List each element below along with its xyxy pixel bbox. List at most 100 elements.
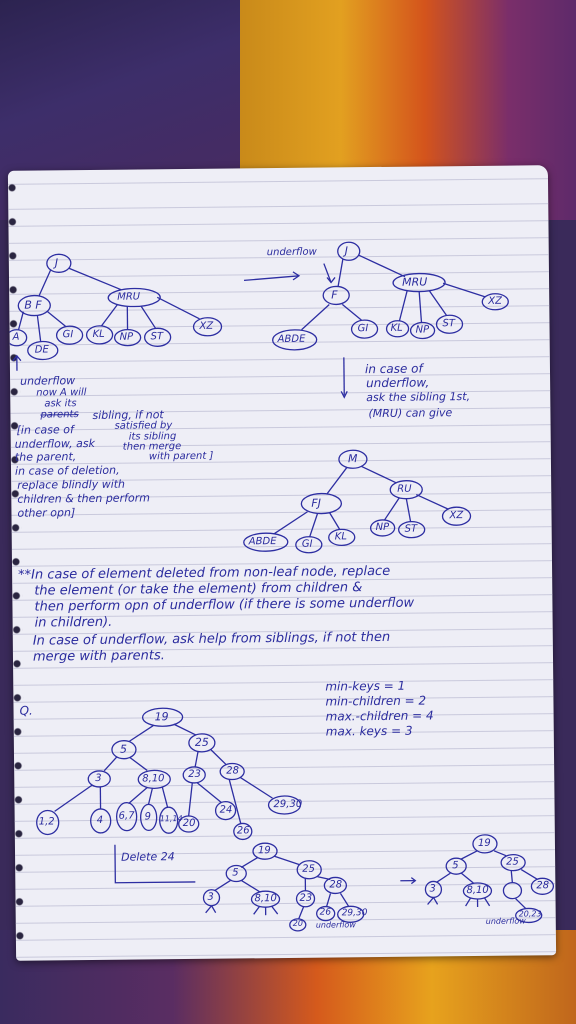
tree1-bf-node (17, 294, 51, 317)
tree1-mru-node (107, 287, 161, 308)
tree1-de-label: DE (34, 344, 49, 356)
tree1-note-3: ask its (44, 398, 77, 410)
tree3-xz-node (441, 506, 472, 526)
r1-2930-label: 29,30 (341, 908, 368, 919)
q-9-label: 9 (144, 811, 152, 823)
r1-5-node (225, 864, 247, 883)
tree1-note-14: replace blindly with (17, 477, 126, 492)
tree2-np-label: NP (415, 324, 430, 336)
tree1-note-6: [in case of (16, 423, 74, 437)
r2-25-label: 25 (506, 856, 519, 868)
q-1114-label: 11,14 (159, 814, 183, 824)
q-67-label: 6,7 (118, 810, 135, 822)
tree1-np-label: NP (119, 331, 134, 343)
tree1-gi-node (55, 325, 84, 345)
r2-28-node (530, 877, 555, 895)
result1-shapes (202, 842, 417, 932)
q-3-node (87, 770, 111, 788)
tree1-mru-label: MRU (117, 291, 141, 303)
tree1-note-11: the parent, (14, 450, 77, 464)
tree3-kl-node (328, 528, 356, 547)
q-5-label: 5 (119, 742, 128, 756)
tree2-xz-label: XZ (488, 295, 503, 307)
constraint-3: max.-children = 4 (325, 708, 434, 724)
tree2-kl-label: KL (390, 322, 403, 334)
question-label: Q. (19, 703, 33, 718)
r2-25-node (500, 853, 526, 872)
r1-25-node (296, 860, 322, 880)
constraint-4: max. keys = 3 (325, 723, 413, 739)
r2-5-label: 5 (452, 860, 459, 872)
r1-3-label: 3 (207, 891, 214, 903)
tree3-fj-label: FJ (311, 496, 322, 510)
tree2-abde-node (272, 329, 318, 351)
r2-3-label: 3 (429, 883, 436, 895)
constraint-1: min-keys = 1 (325, 678, 406, 694)
tree1-xz-node (192, 317, 223, 337)
tree2-note-4: (MRU) can give (368, 406, 453, 421)
tree2-note-3: ask the sibling 1st, (366, 390, 471, 405)
tree1-note-9: underflow, ask (14, 436, 95, 451)
rule-line-3: then perform opn of underflow (if there … (34, 595, 415, 615)
r1-25-label: 25 (302, 863, 315, 875)
r2-root-node (472, 834, 498, 854)
q-3-label: 3 (95, 772, 102, 784)
q-12-node (36, 809, 60, 836)
tree2-st-node (435, 314, 464, 334)
q-root-node (141, 707, 184, 727)
r1-28-label: 28 (329, 879, 343, 891)
tree3-ru-label: RU (397, 483, 412, 495)
tree1-root-label: J (54, 256, 59, 270)
q-root-label: 19 (154, 710, 169, 724)
r1-28-node (323, 876, 348, 895)
r1-26-node (316, 905, 336, 922)
q-810-node (137, 769, 171, 790)
tree2-note-1: in case of (364, 361, 423, 377)
q-25-label: 25 (194, 735, 209, 749)
rule-line-6: merge with parents. (32, 648, 165, 665)
q-26-node (233, 822, 253, 841)
tree2-st-label: ST (442, 318, 456, 330)
tree3-st-node (398, 520, 426, 539)
q-12-label: 1,2 (38, 816, 55, 828)
r2-underflow-label: underflow (485, 916, 526, 926)
delete-bracket (114, 844, 196, 884)
q-4-label: 4 (96, 814, 104, 826)
tree1-note-7: satisfied by (114, 420, 173, 432)
q-67-node (115, 801, 138, 832)
tree2-f-node (322, 285, 350, 306)
tree2-mru-label: MRU (401, 275, 428, 289)
tree3-gi-label: GI (301, 538, 313, 550)
r1-23-label: 23 (299, 892, 313, 904)
tree2-underflow-label: underflow (266, 246, 317, 259)
tree1-note-5: sibling, if not (92, 408, 164, 422)
tree2-root-node (337, 241, 361, 261)
r1-5-label: 5 (232, 867, 239, 879)
tree1-kl-node (85, 325, 114, 345)
tree1-shapes (7, 253, 223, 371)
tree1-note-4: parents (40, 409, 79, 421)
r2-root-label: 19 (477, 837, 491, 849)
question-tree-shapes (36, 707, 302, 884)
tree3-gi-node (295, 536, 323, 554)
tree2-f-label: F (331, 288, 338, 302)
q-2930-node (267, 795, 302, 815)
tree2-kl-node (385, 320, 410, 338)
r1-20-label: 20 (292, 918, 304, 928)
r2-deleted-node (502, 881, 523, 900)
tree1-root-node (46, 253, 72, 273)
tree2-np-node (409, 321, 436, 340)
tree1-note-15: children & then perform (17, 491, 150, 506)
constraint-2: min-children = 2 (325, 693, 427, 709)
q-23-node (182, 766, 206, 784)
tree1-note-12: with parent ] (148, 450, 214, 463)
q-23-label: 23 (188, 768, 202, 780)
tree3-abde-label: ABDE (248, 536, 277, 548)
tree2-note-2: underflow, (366, 375, 430, 391)
tree2-abde-label: ABDE (277, 333, 306, 346)
q-1114-node (159, 806, 179, 834)
notebook-page: J B F MRU A DE GI KL NP ST XZ underflow … (7, 165, 557, 961)
tree2-shapes (243, 241, 509, 399)
tree1-a-node (7, 329, 28, 347)
